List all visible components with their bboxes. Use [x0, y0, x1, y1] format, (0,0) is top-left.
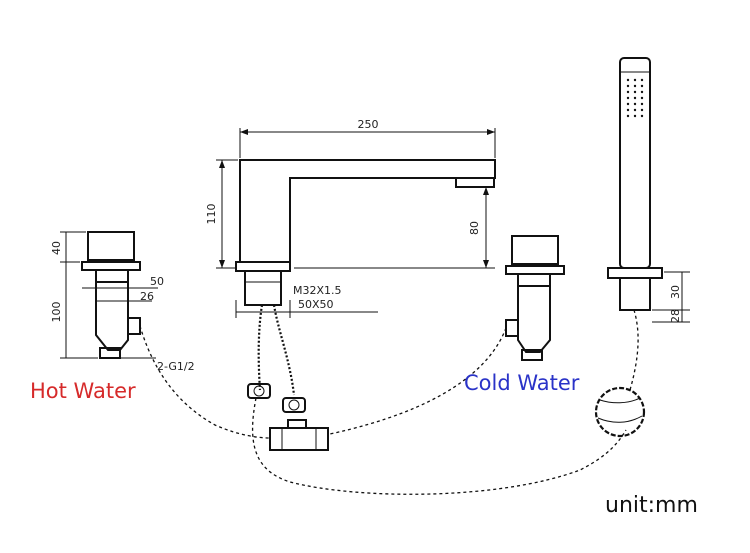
spout-drop-label: 80: [468, 221, 481, 235]
hot-valve-dimensions: 40 100 50 26 2-G1/2: [50, 231, 195, 373]
spout-length-dimension: 250: [239, 118, 496, 158]
holder-dimensions: 30 28: [652, 271, 690, 323]
thread-dimension: M32X1.5 50X50: [235, 284, 378, 318]
spout-length-label: 250: [358, 118, 379, 131]
t-connector: [269, 419, 329, 451]
connector-label: 2-G1/2: [157, 360, 195, 373]
braided-hoses: [247, 304, 306, 413]
base-size-label: 50X50: [298, 298, 334, 311]
spout: [235, 159, 496, 306]
unit-label: unit:mm: [605, 493, 698, 518]
spout-height-dimension: 110: [205, 159, 238, 269]
thread-label: M32X1.5: [293, 284, 342, 297]
handle-height-label: 40: [50, 241, 63, 255]
spout-drop-dimension: 80: [294, 187, 495, 269]
shower-nozzles: [626, 78, 644, 118]
cold-water-label: Cold Water: [464, 371, 580, 395]
holder-width-label: 28: [669, 309, 682, 323]
handle-width-label: 50: [150, 275, 164, 288]
body-width-label: 26: [140, 290, 154, 303]
valve-height-label: 100: [50, 302, 63, 323]
hot-water-label: Hot Water: [30, 379, 136, 403]
hot-valve: [81, 231, 141, 359]
hose-ball: [594, 386, 646, 438]
water-hoses: [139, 309, 639, 495]
hand-shower: [607, 57, 663, 311]
spout-height-label: 110: [205, 204, 218, 225]
cold-valve: [505, 235, 565, 361]
holder-height-label: 30: [669, 285, 682, 299]
